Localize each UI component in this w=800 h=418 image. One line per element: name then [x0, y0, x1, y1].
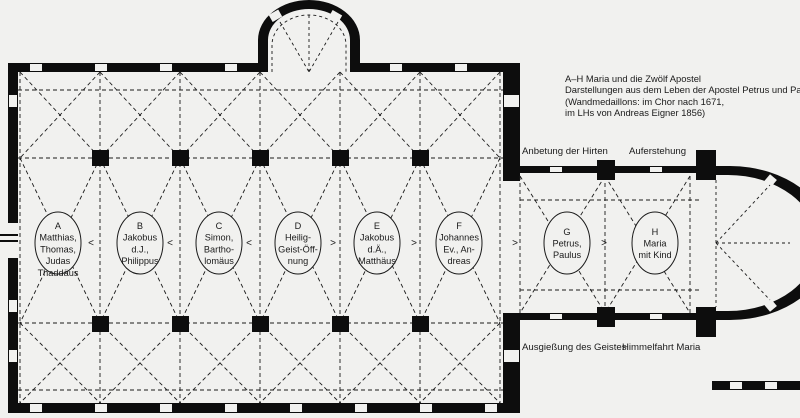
medallion-text: Jakobus: [360, 233, 395, 243]
lower-right-wall: [712, 381, 800, 390]
pier: [252, 316, 269, 332]
legend-line: A–H Maria und die Zwölf Apostel: [565, 73, 702, 84]
nave-bottom-wall: [8, 403, 520, 413]
medallion-text: Paulus: [553, 250, 581, 260]
medallion-f: [435, 211, 483, 275]
medallion-text: Bartho-: [204, 244, 234, 254]
direction-arrow: <: [167, 238, 173, 249]
medallion-text: Johannes: [439, 233, 479, 243]
legend-line: Darstellungen aus dem Leben der Apostel …: [565, 84, 800, 96]
direction-arrow: <: [88, 238, 94, 249]
medallion-text: Philippus: [121, 256, 159, 266]
label-himmelfahrt: Himmelfahrt Maria: [622, 342, 701, 353]
medallion-text: Judas: [46, 256, 71, 266]
medallion-b: [116, 211, 164, 275]
medallion-letter: H: [652, 227, 659, 237]
direction-arrow: >: [512, 238, 518, 249]
medallion-text: Simon,: [205, 233, 234, 243]
pier: [332, 150, 349, 166]
label-anbetung: Anbetung der Hirten: [522, 146, 608, 157]
medallion-letter: D: [295, 221, 302, 231]
pier: [412, 316, 429, 332]
pier: [92, 150, 109, 166]
medallion-text: Maria: [644, 239, 668, 249]
legend: A–H Maria und die Zwölf Apostel Darstell…: [565, 73, 800, 119]
choir-pier-top: [696, 150, 716, 180]
legend-line: (Wandmedaillons: im Chor nach 1671,: [565, 95, 725, 107]
medallion-text: Matthias,: [39, 233, 76, 243]
medallion-text: d.J.,: [131, 244, 148, 254]
pier: [597, 160, 615, 180]
pier: [172, 150, 189, 166]
medallion-text: Thomas,: [40, 244, 76, 254]
medallion-text: Jakobus: [123, 233, 158, 243]
entrance: [0, 232, 18, 244]
right-apse: [712, 166, 800, 320]
medallion-text: lomäus: [204, 256, 234, 266]
pier: [92, 316, 109, 332]
medallion-text: nung: [288, 256, 308, 266]
medallion-text: Geist-Öff-: [278, 244, 318, 254]
legend-line: im LHs von Andreas Eigner 1856): [565, 107, 706, 119]
direction-arrow: >: [601, 238, 607, 249]
direction-arrow: <: [246, 238, 252, 249]
medallion-letter: B: [137, 221, 143, 231]
nave-top-wall-right: [353, 63, 520, 72]
medallion-letter: E: [374, 221, 380, 231]
pier: [172, 316, 189, 332]
direction-arrow: >: [330, 238, 336, 249]
medallion-d: [274, 211, 322, 275]
medallion-text: Ev., An-: [443, 244, 475, 254]
top-apse: [258, 0, 360, 73]
medallion-h: [631, 211, 679, 275]
choir-pier-bottom: [696, 307, 716, 337]
medallion-letter: F: [456, 221, 462, 231]
medallion-g: [543, 211, 591, 275]
nave-right-wall-top: [503, 63, 520, 181]
medallion-text: Heilig-: [285, 233, 311, 243]
label-auferstehung: Auferstehung: [629, 146, 687, 157]
nave-left-wall-top: [8, 63, 18, 223]
label-ausgiessung: Ausgießung des Geistes: [522, 342, 627, 353]
medallion-letter: G: [563, 227, 570, 237]
nave-right-wall-bottom: [503, 315, 520, 413]
medallion-text: mit Kind: [638, 250, 671, 260]
medallions: AMatthias,Thomas,JudasBJakobusd.J.,Phili…: [34, 211, 679, 278]
pier: [597, 307, 615, 327]
medallion-text: Petrus,: [552, 239, 581, 249]
medallion-letter: C: [216, 221, 223, 231]
medallion-a: [34, 211, 82, 275]
medallion-letter: A: [55, 221, 62, 231]
medallion-c: [195, 211, 243, 275]
nave-left-wall-bottom: [8, 258, 18, 413]
direction-arrow: >: [411, 238, 417, 249]
medallion-text: dreas: [448, 256, 471, 266]
medallion-text: Matthäus: [358, 256, 396, 266]
medallion-text: d.Ä.,: [368, 244, 387, 254]
nave-top-wall: [8, 63, 265, 72]
piers: [92, 150, 615, 332]
medallion-e: [353, 211, 401, 275]
wall-windows: [9, 64, 777, 412]
pier: [252, 150, 269, 166]
medallion-extra-label: Thaddäus: [38, 268, 79, 278]
pier: [412, 150, 429, 166]
pier: [332, 316, 349, 332]
